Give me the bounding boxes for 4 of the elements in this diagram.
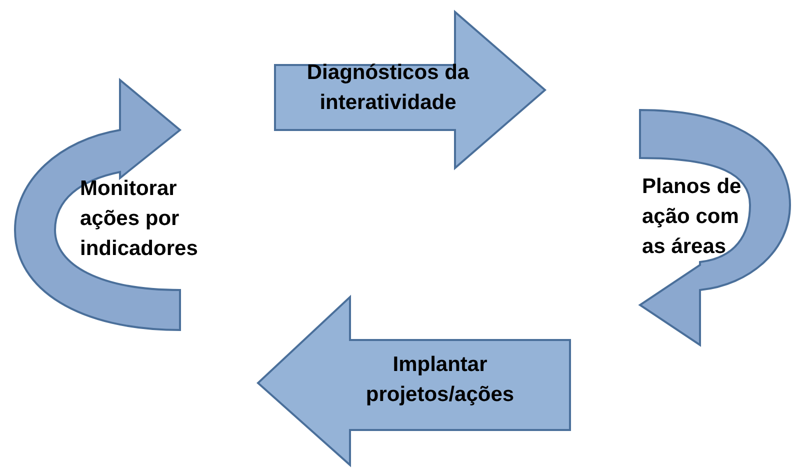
arrow-label: Implantar projetos/ações — [364, 352, 516, 408]
arrow-label: Diagnósticos da interatividade — [306, 60, 470, 116]
arrow-label: Planos de ação com as áreas — [642, 174, 742, 260]
arrow-label: Monitorar ações por indicadores — [80, 176, 199, 262]
